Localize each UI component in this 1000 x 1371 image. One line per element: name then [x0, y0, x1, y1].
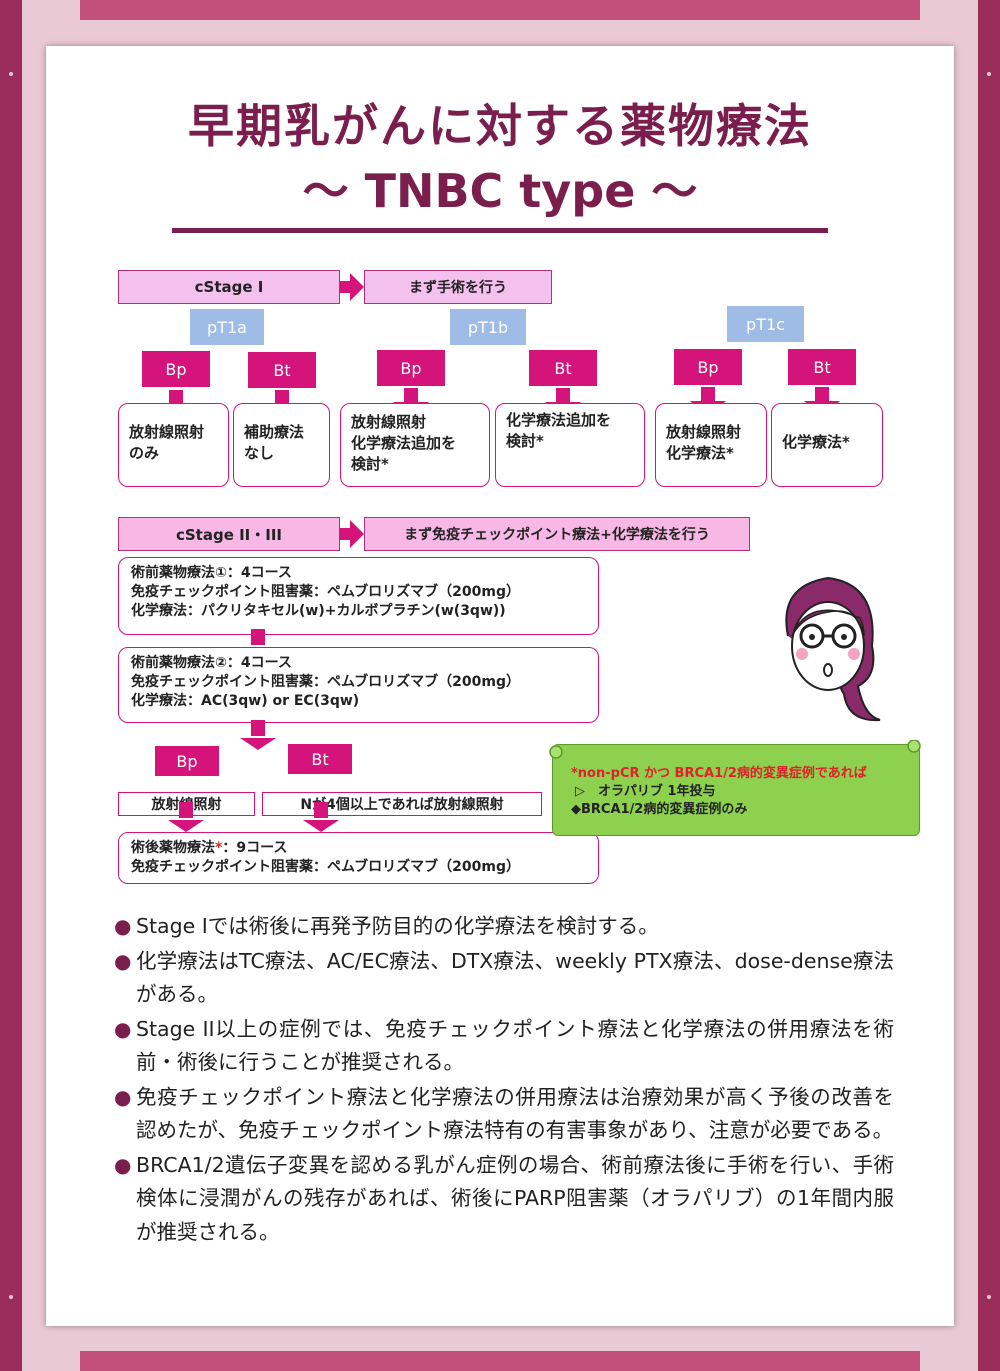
stage23-label: cStage II・III [118, 517, 340, 551]
pt1b-bp: Bp [377, 350, 445, 386]
frame-dot [987, 72, 991, 76]
right-arrow-icon [340, 273, 364, 301]
stage23-bt: Bt [288, 744, 352, 774]
stage1-action: まず手術を行う [364, 270, 552, 304]
neoadjuvant-1-box: 術前薬物療法①：4コース 免疫チェックポイント阻害薬：ペムブロリズマブ（200m… [118, 557, 599, 635]
pt1c-bp: Bp [674, 349, 742, 385]
pt1a-bt-result: 補助療法 なし [233, 403, 330, 487]
bullet-item: ●免疫チェックポイント療法と化学療法の併用療法は治療効果が高く予後の改善を認めた… [114, 1084, 894, 1143]
pt1c-bt: Bt [788, 349, 856, 385]
bullet-list: ●Stage Iでは術後に再発予防目的の化学療法を検討する。 ●化学療法はTC療… [114, 910, 894, 1250]
neoadjuvant-2-box: 術前薬物療法②：4コース 免疫チェックポイント阻害薬：ペムブロリズマブ（200m… [118, 647, 599, 723]
title-underline [172, 228, 828, 233]
adjuvant-box: 術後薬物療法*：9コース 免疫チェックポイント阻害薬：ペムブロリズマブ（200m… [118, 832, 599, 884]
frame-dot [987, 1295, 991, 1299]
down-arrow-icon [240, 720, 276, 750]
frame-top-stripe [80, 0, 920, 20]
stage1-label: cStage I [118, 270, 340, 304]
frame-dot [9, 72, 13, 76]
pt1a-label: pT1a [190, 309, 264, 345]
doctor-illustration-icon [785, 576, 881, 722]
pt1b-bt: Bt [529, 350, 597, 386]
down-arrow-icon [168, 802, 204, 832]
stage23-bp: Bp [155, 746, 219, 776]
bullet-item: ●BRCA1/2遺伝子変異を認める乳がん症例の場合、術前療法後に手術を行い、手術… [114, 1152, 894, 1244]
frame-dot [9, 1295, 13, 1299]
frame-left-band [0, 0, 22, 1371]
pt1a-bp: Bp [142, 351, 210, 387]
bullet-item: ●化学療法はTC療法、AC/EC療法、DTX療法、weekly PTX療法、do… [114, 948, 894, 1007]
note-scroll: *non-pCR かつ BRCA1/2病的変異症例であれば ▷ オラパリブ 1年… [552, 744, 920, 836]
pt1c-label: pT1c [727, 306, 804, 342]
frame-right-band [978, 0, 1000, 1371]
stage23-action: まず免疫チェックポイント療法+化学療法を行う [364, 517, 750, 551]
down-arrow-icon [303, 802, 339, 832]
pt1b-bt-result: 化学療法追加を 検討* [495, 403, 645, 487]
pt1c-bt-result: 化学療法* [771, 403, 883, 487]
pt1a-bt: Bt [248, 352, 316, 388]
pt1b-label: pT1b [450, 309, 526, 345]
page-title: 早期乳がんに対する薬物療法 [188, 99, 812, 153]
scroll-curl-icon [549, 740, 921, 759]
pt1b-bp-result: 放射線照射 化学療法追加を 検討* [340, 403, 490, 487]
pt1a-bp-result: 放射線照射 のみ [118, 403, 229, 487]
bullet-item: ●Stage II以上の症例では、免疫チェックポイント療法と化学療法の併用療法を… [114, 1016, 894, 1075]
pt1c-bp-result: 放射線照射 化学療法* [655, 403, 767, 487]
bullet-item: ●Stage Iでは術後に再発予防目的の化学療法を検討する。 [114, 914, 659, 938]
right-arrow-icon [340, 520, 364, 548]
frame-bottom-stripe [80, 1351, 920, 1371]
page-subtitle: 〜 TNBC type 〜 [302, 164, 698, 218]
stage23-bt-result: Nが4個以上であれば放射線照射 [262, 792, 542, 816]
